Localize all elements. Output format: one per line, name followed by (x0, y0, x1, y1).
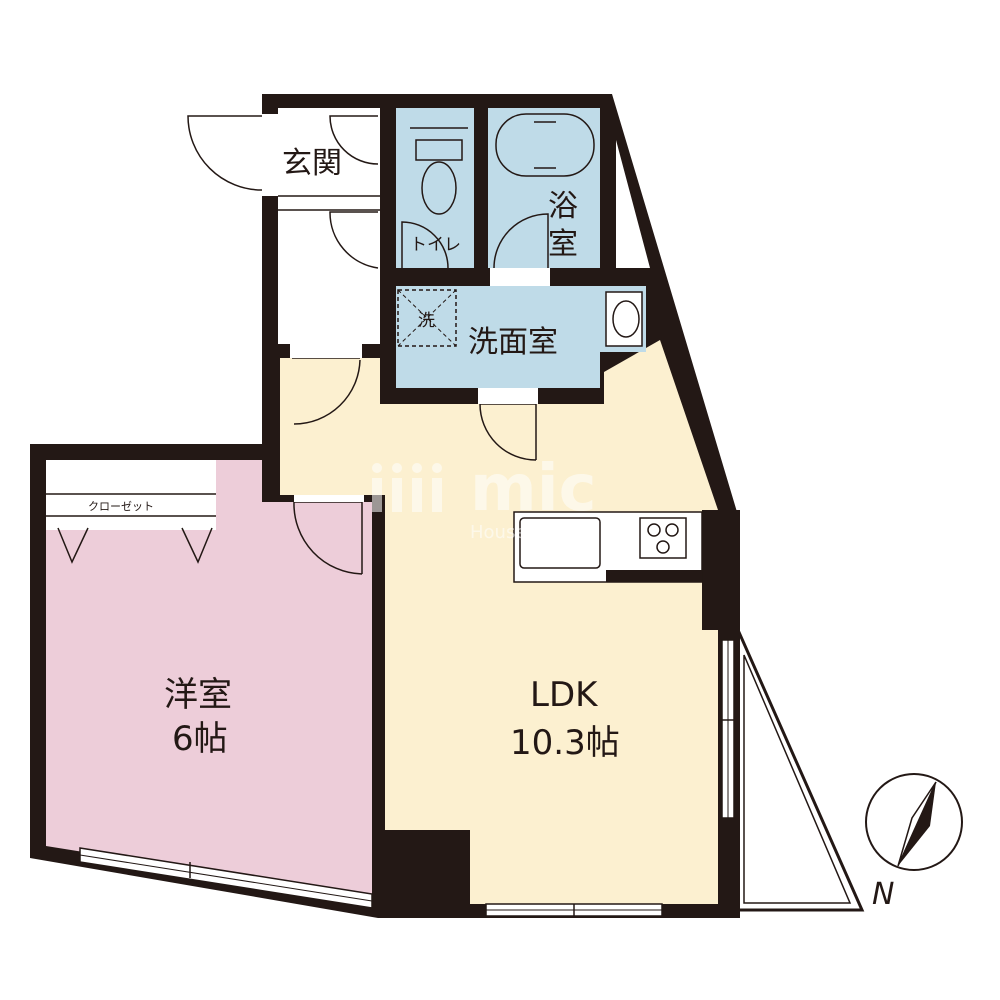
label-toilet: トイレ (410, 235, 461, 255)
balcony-inner (743, 654, 852, 904)
closet (46, 460, 216, 530)
toilet-bowl (410, 127, 468, 215)
kitchen-counter (513, 511, 703, 583)
label-genkan: 玄関 (282, 146, 342, 181)
shaft (616, 140, 650, 268)
label-western-name: 洋室 (164, 675, 232, 715)
watermark-logo-icon (372, 463, 442, 512)
watermark-tagline: House & Life (470, 522, 584, 543)
pillar-kitchen (702, 510, 740, 630)
balcony (736, 629, 865, 912)
stove-icon (639, 517, 687, 559)
label-western-size: 6帖 (172, 719, 228, 759)
label-closet: クローゼット (88, 500, 154, 513)
label-washer: 洗 (418, 311, 435, 331)
watermark-brand: mic (470, 452, 597, 526)
entrance-area (278, 108, 380, 344)
ldk-room (280, 340, 718, 904)
wash-basin (605, 291, 643, 347)
windows (79, 639, 735, 917)
label-washroom: 洗面室 (468, 325, 558, 360)
bathtub (495, 113, 595, 177)
label-ldk-size: 10.3帖 (510, 723, 620, 763)
label-ldk-name: LDK (530, 675, 599, 715)
label-bath-2: 室 (548, 227, 578, 262)
western-room (46, 460, 372, 898)
washer-space (397, 289, 457, 347)
washroom (396, 286, 646, 388)
compass-north-label: N (872, 877, 894, 912)
label-bath-1: 浴 (548, 189, 578, 224)
compass-icon (865, 773, 963, 871)
pillar-ldk (385, 830, 470, 904)
